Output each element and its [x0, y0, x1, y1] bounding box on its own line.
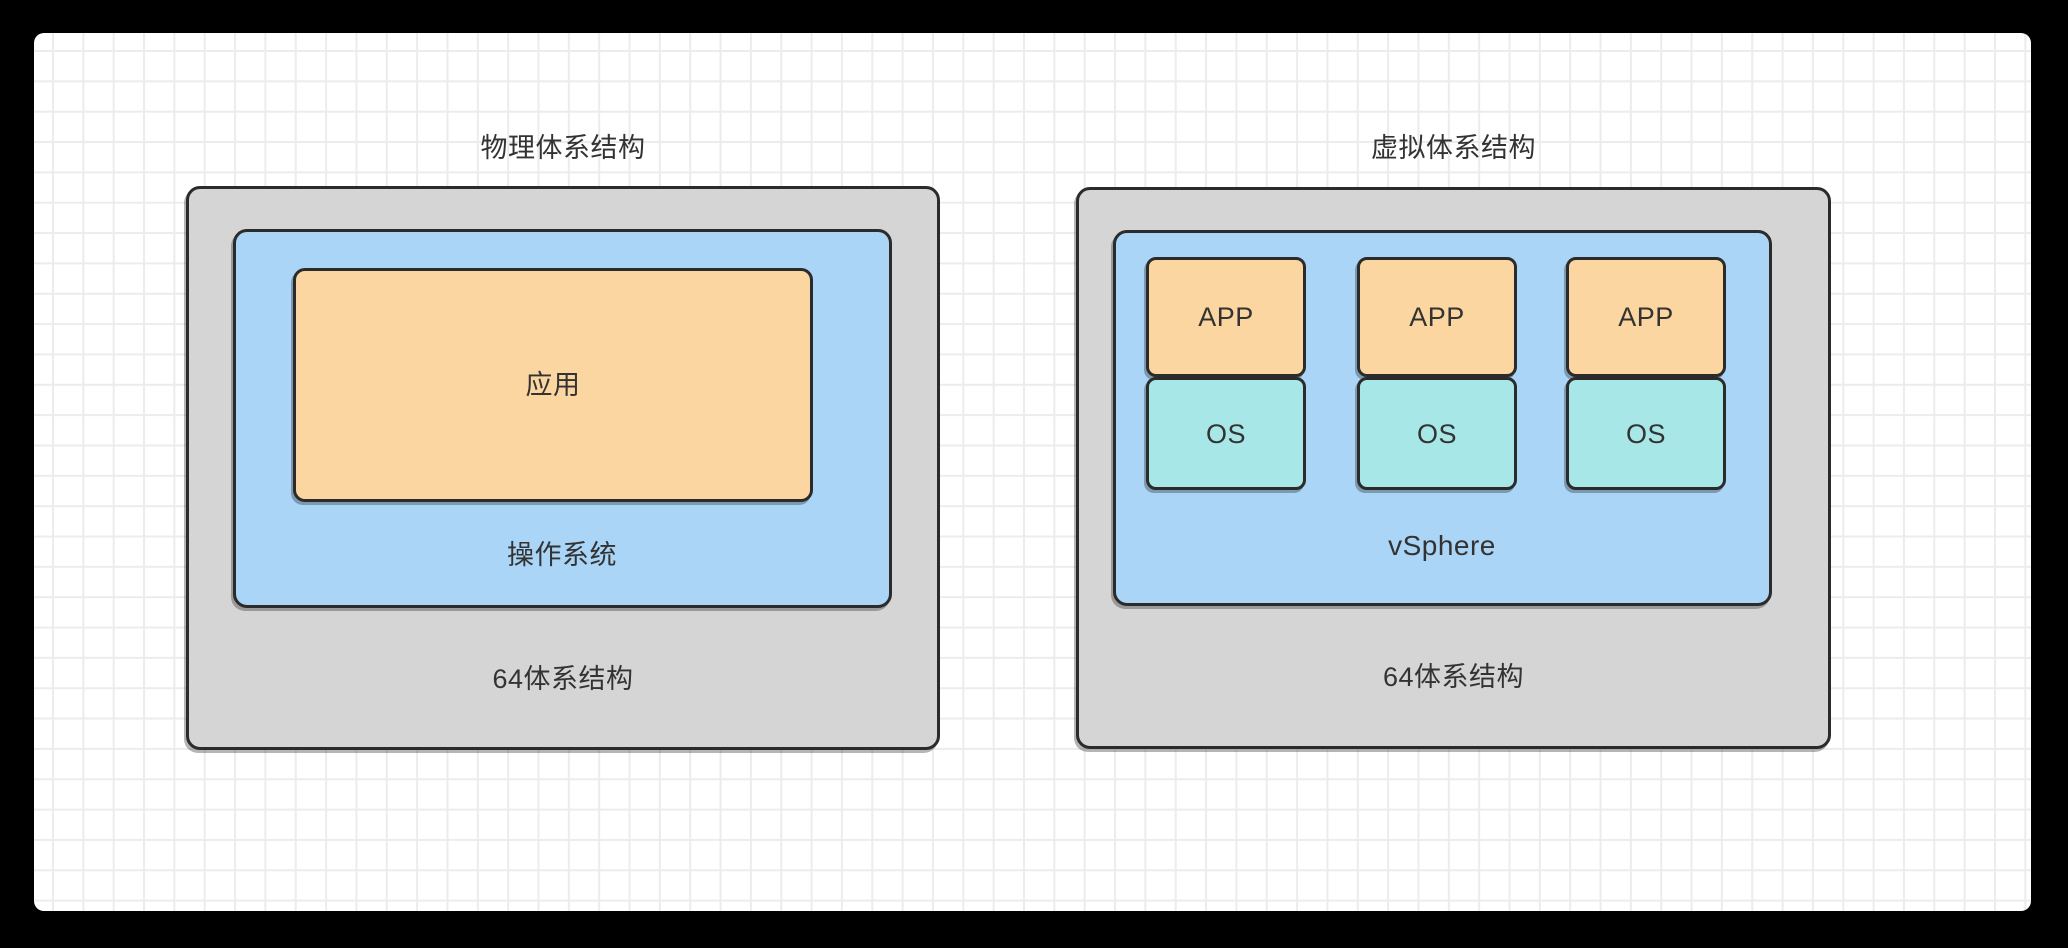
vm-column-1: APP OS — [1146, 257, 1306, 490]
diagram-canvas: 物理体系结构 应用 操作系统 64体系结构 虚拟体系结构 — [34, 33, 2031, 911]
vm2-os-box: OS — [1357, 377, 1517, 490]
vm1-app-box: APP — [1146, 257, 1306, 377]
vm3-os-label: OS — [1625, 418, 1666, 449]
physical-architecture-title: 物理体系结构 — [480, 133, 646, 163]
virtual-hypervisor-label: vSphere — [1388, 530, 1496, 561]
virtual-hardware-box: APP OS APP OS — [1076, 187, 1831, 749]
vm3-app-label: APP — [1618, 302, 1674, 332]
vm2-app-label: APP — [1409, 302, 1465, 332]
vm3-app-box: APP — [1566, 257, 1726, 377]
vm1-app-label: APP — [1198, 302, 1254, 332]
physical-hardware-box: 应用 操作系统 64体系结构 — [186, 186, 940, 750]
vm2-app-box: APP — [1357, 257, 1517, 377]
physical-app-label: 应用 — [525, 370, 581, 400]
vm1-os-label: OS — [1205, 418, 1246, 449]
physical-os-label: 操作系统 — [507, 539, 617, 570]
physical-app-box: 应用 — [293, 268, 813, 502]
virtual-hardware-label: 64体系结构 — [1382, 662, 1525, 692]
physical-hardware-label: 64体系结构 — [492, 663, 634, 694]
virtual-architecture-title: 虚拟体系结构 — [1371, 133, 1536, 163]
vm2-os-label: OS — [1416, 418, 1457, 449]
vm3-os-box: OS — [1566, 377, 1726, 490]
virtual-hypervisor-box: APP OS APP OS — [1112, 229, 1772, 606]
vm1-os-box: OS — [1146, 377, 1306, 490]
vm-column-3: APP OS — [1566, 257, 1726, 490]
physical-os-box: 应用 操作系统 — [232, 228, 892, 608]
vm-column-2: APP OS — [1357, 257, 1517, 490]
